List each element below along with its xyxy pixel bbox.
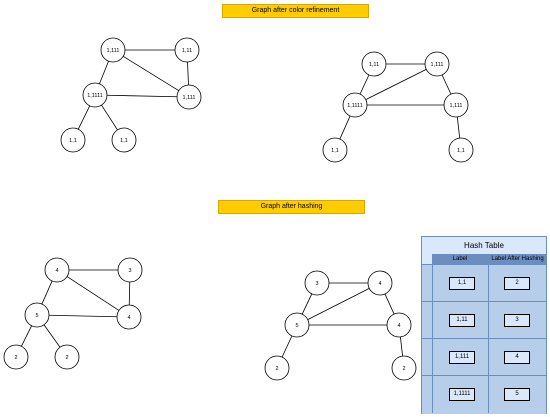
graph-node <box>448 137 474 163</box>
graph-node <box>424 51 450 77</box>
graph-node <box>304 270 330 296</box>
graph-node-label: 3 <box>128 268 131 274</box>
hash-table: Hash Table Label Label After Hashing 1,1… <box>421 236 547 414</box>
graph-node <box>44 257 70 283</box>
hash-table-label-cell: 1,11 <box>449 314 475 327</box>
graph-node-label: 2 <box>402 366 405 372</box>
graph-node <box>264 355 290 381</box>
graph-node <box>3 344 29 370</box>
color-refinement-banner: Graph after color refinement <box>222 4 369 18</box>
hash-table-hash-cell: 2 <box>504 277 530 290</box>
graph-node <box>386 312 412 338</box>
hash-table-hash-cell: 5 <box>504 388 530 401</box>
graph-node <box>322 137 348 163</box>
graph-node-label: 1,1 <box>457 148 465 154</box>
graph-node <box>284 312 310 338</box>
hash-table-row: 1,11 3 <box>422 301 546 338</box>
graph-refined-right: 1,11 1,111 1,1111 1,111 1,1 1,1 <box>322 51 474 163</box>
graph-node-label: 1,111 <box>450 103 463 109</box>
hash-table-divider <box>488 254 489 413</box>
graph-node-label: 1,1111 <box>347 103 363 109</box>
graph-node-label: 1,1 <box>120 138 128 144</box>
graph-edge <box>384 293 395 315</box>
graph-node-label: 2 <box>275 366 278 372</box>
graph-edge <box>43 324 61 348</box>
graph-node-label: 4 <box>378 281 381 287</box>
hash-table-header-hashed: Label After Hashing <box>489 254 546 264</box>
graph-node-label: 1,1111 <box>87 93 103 99</box>
graph-node-label: 2 <box>65 355 68 361</box>
graph-node-label: 1,111 <box>431 62 444 68</box>
graph-edge <box>99 60 109 85</box>
graph-node-label: 1,1 <box>331 148 339 154</box>
graph-node <box>116 304 142 330</box>
graph-edge <box>106 94 178 98</box>
hash-table-hash-cell: 3 <box>504 314 530 327</box>
graph-node-label: 1,111 <box>107 48 120 54</box>
graph-node <box>82 82 108 108</box>
graph-node-label: 4 <box>397 323 400 329</box>
graph-edge <box>77 105 91 130</box>
graph-hashed-right: 3 4 5 4 2 2 <box>264 270 417 381</box>
graph-node <box>176 84 202 110</box>
graph-node <box>443 92 469 118</box>
graph-node-label: 1,11 <box>369 62 379 68</box>
graph-edge <box>359 74 370 95</box>
graph-edge <box>307 288 370 320</box>
graph-node <box>342 92 368 118</box>
graph-hashed-left: 4 3 5 4 2 2 <box>3 257 143 370</box>
hashing-banner: Graph after hashing <box>218 200 365 214</box>
hash-table-row: 1,1111 5 <box>422 375 546 414</box>
graph-node <box>367 270 393 296</box>
graph-node-label: 4 <box>55 268 58 274</box>
hash-table-row: 1,111 4 <box>422 338 546 375</box>
graph-edge <box>456 116 461 139</box>
graph-node-label: 3 <box>315 281 318 287</box>
graph-edge <box>281 335 293 358</box>
hash-table-hash-cell: 4 <box>504 351 530 364</box>
graph-edge <box>365 69 427 100</box>
graph-edge <box>339 115 351 140</box>
graph-edge <box>187 61 189 86</box>
graph-node <box>361 51 387 77</box>
hash-table-label-cell: 1,111 <box>449 351 475 364</box>
hash-table-label-cell: 1,1 <box>449 277 475 290</box>
graph-edge <box>21 325 32 347</box>
graph-edge <box>122 55 180 92</box>
graph-node-label: 1,1 <box>69 138 77 144</box>
graph-node-label: 5 <box>295 323 298 329</box>
graph-edge <box>301 293 313 315</box>
graph-node <box>117 257 143 283</box>
graph-edge <box>48 314 118 318</box>
graph-node <box>54 344 80 370</box>
graph-node <box>100 37 126 63</box>
graph-edge <box>441 74 452 95</box>
graph-edge <box>66 276 120 311</box>
hash-table-title: Hash Table <box>464 241 504 250</box>
hash-table-divider <box>432 254 433 413</box>
graph-node-label: 1,111 <box>183 95 196 101</box>
graph-node <box>24 302 50 328</box>
graph-node <box>60 127 86 153</box>
graph-node <box>174 37 200 63</box>
graph-edge <box>41 280 53 305</box>
graph-edge <box>101 104 118 131</box>
hash-table-header-label: Label <box>432 254 488 264</box>
graph-refined-left: 1,111 1,11 1,1111 1,111 1,1 1,1 <box>60 37 202 153</box>
graph-node-label: 1,11 <box>182 48 192 54</box>
graph-node-label: 5 <box>35 313 38 319</box>
graph-node-label: 4 <box>127 315 130 321</box>
graph-node <box>111 127 137 153</box>
hash-table-label-cell: 1,1111 <box>449 388 475 401</box>
graph-node <box>391 355 417 381</box>
graph-edge <box>399 336 404 357</box>
graph-node-label: 2 <box>14 355 17 361</box>
